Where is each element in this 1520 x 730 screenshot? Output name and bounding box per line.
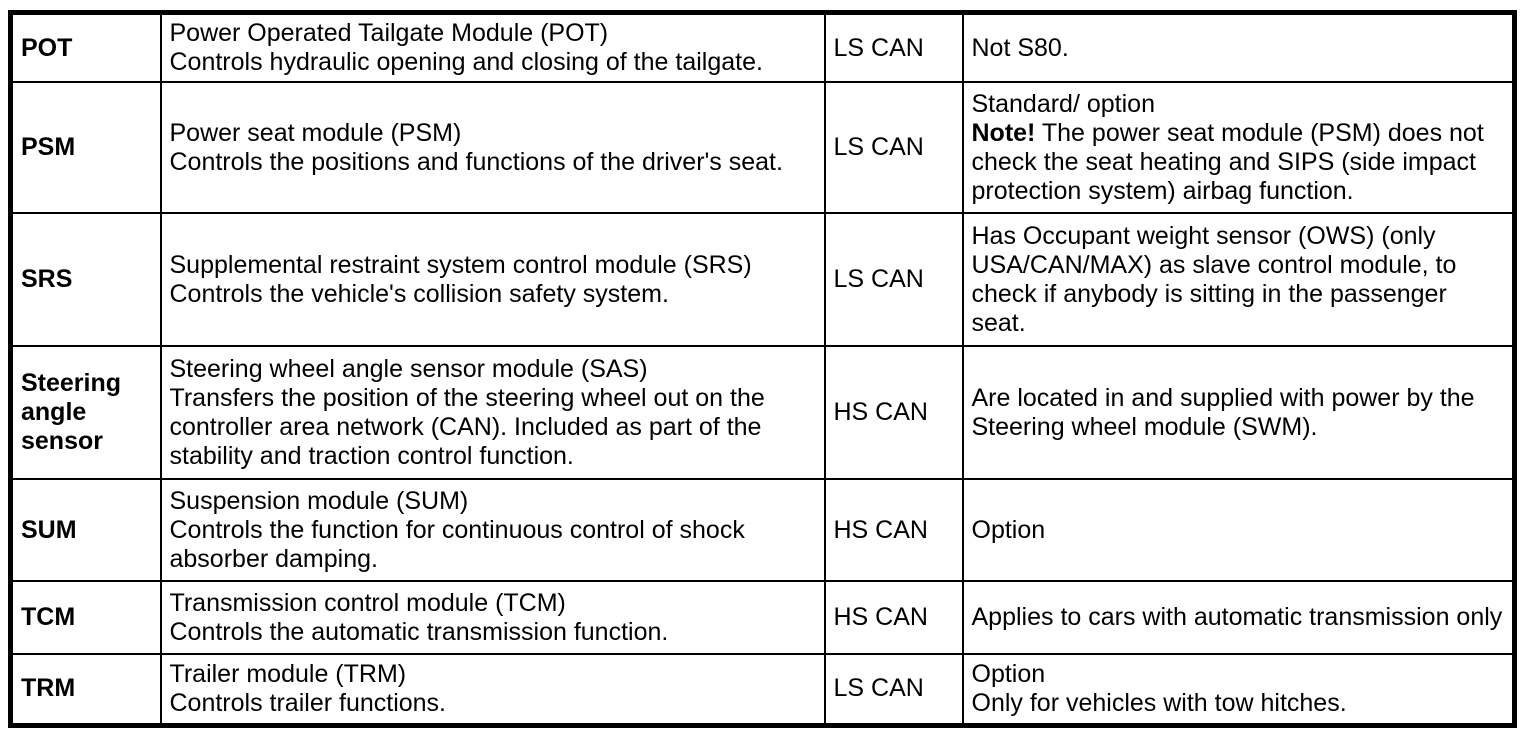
network-type: LS CAN bbox=[823, 11, 964, 83]
module-abbreviation: SRS bbox=[9, 212, 162, 347]
module-abbreviation: SUM bbox=[9, 478, 162, 582]
network-type: HS CAN bbox=[823, 580, 964, 655]
note-text: The power seat module (PSM) does not che… bbox=[971, 118, 1484, 205]
description-body: Controls hydraulic opening and closing o… bbox=[169, 48, 763, 76]
table-row-psm: PSM Power seat module (PSM) Controls the… bbox=[9, 81, 1516, 214]
table-row-steering-angle-sensor: Steering angle sensor Steering wheel ang… bbox=[9, 345, 1516, 480]
module-abbreviation: POT bbox=[9, 11, 162, 83]
description-body: Controls the vehicle's collision safety … bbox=[169, 279, 669, 308]
module-note: Applies to cars with automatic transmiss… bbox=[961, 580, 1516, 655]
description-body: Controls the automatic transmission func… bbox=[169, 617, 669, 646]
network-type: LS CAN bbox=[823, 81, 964, 214]
table-row-pot: POT Power Operated Tailgate Module (POT)… bbox=[9, 11, 1516, 83]
module-description: Suspension module (SUM) Controls the fun… bbox=[159, 478, 826, 582]
network-type: HS CAN bbox=[823, 478, 964, 582]
module-description: Power seat module (PSM) Controls the pos… bbox=[159, 81, 826, 214]
table-row-trm: TRM Trailer module (TRM) Controls traile… bbox=[9, 653, 1516, 726]
description-body: Transfers the position of the steering w… bbox=[169, 383, 765, 470]
description-title: Transmission control module (TCM) bbox=[169, 588, 566, 617]
module-description: Transmission control module (TCM) Contro… bbox=[159, 580, 826, 655]
network-type: HS CAN bbox=[823, 345, 964, 480]
module-description: Trailer module (TRM) Controls trailer fu… bbox=[159, 653, 826, 726]
network-type: LS CAN bbox=[823, 212, 964, 347]
table-row-sum: SUM Suspension module (SUM) Controls the… bbox=[9, 478, 1516, 582]
table-row-srs: SRS Supplemental restraint system contro… bbox=[9, 212, 1516, 347]
description-body: Controls trailer functions. bbox=[169, 688, 447, 717]
module-abbreviation: Steering angle sensor bbox=[9, 345, 162, 480]
note-line: Only for vehicles with tow hitches. bbox=[971, 688, 1347, 717]
module-abbreviation: TRM bbox=[9, 653, 162, 726]
description-title: Trailer module (TRM) bbox=[169, 659, 407, 688]
module-description: Steering wheel angle sensor module (SAS)… bbox=[159, 345, 826, 480]
module-note: Are located in and supplied with power b… bbox=[961, 345, 1516, 480]
module-abbreviation: TCM bbox=[9, 580, 162, 655]
module-note: Option bbox=[961, 478, 1516, 582]
description-title: Steering wheel angle sensor module (SAS) bbox=[169, 354, 648, 383]
module-description: Supplemental restraint system control mo… bbox=[159, 212, 826, 347]
description-title: Power seat module (PSM) bbox=[169, 118, 462, 147]
note-emphasis: Note! bbox=[971, 118, 1036, 147]
note-line: Option bbox=[971, 659, 1046, 688]
description-title: Power Operated Tailgate Module (POT) bbox=[169, 19, 609, 47]
description-title: Suspension module (SUM) bbox=[169, 486, 469, 515]
description-body: Controls the function for continuous con… bbox=[169, 515, 745, 573]
note-line: Standard/ option bbox=[971, 89, 1155, 118]
description-body: Controls the positions and functions of … bbox=[169, 147, 783, 176]
network-type: LS CAN bbox=[823, 653, 964, 726]
table-row-tcm: TCM Transmission control module (TCM) Co… bbox=[9, 580, 1516, 655]
module-note: Option Only for vehicles with tow hitche… bbox=[961, 653, 1516, 726]
module-description: Power Operated Tailgate Module (POT) Con… bbox=[159, 11, 826, 83]
description-title: Supplemental restraint system control mo… bbox=[169, 250, 752, 279]
module-abbreviation: PSM bbox=[9, 81, 162, 214]
note-paragraph: Note! The power seat module (PSM) does n… bbox=[972, 119, 1505, 206]
module-note: Standard/ option Note! The power seat mo… bbox=[961, 81, 1516, 214]
module-note: Has Occupant weight sensor (OWS) (only U… bbox=[961, 212, 1516, 347]
control-modules-table: POT Power Operated Tailgate Module (POT)… bbox=[8, 10, 1517, 728]
module-note: Not S80. bbox=[961, 11, 1516, 83]
